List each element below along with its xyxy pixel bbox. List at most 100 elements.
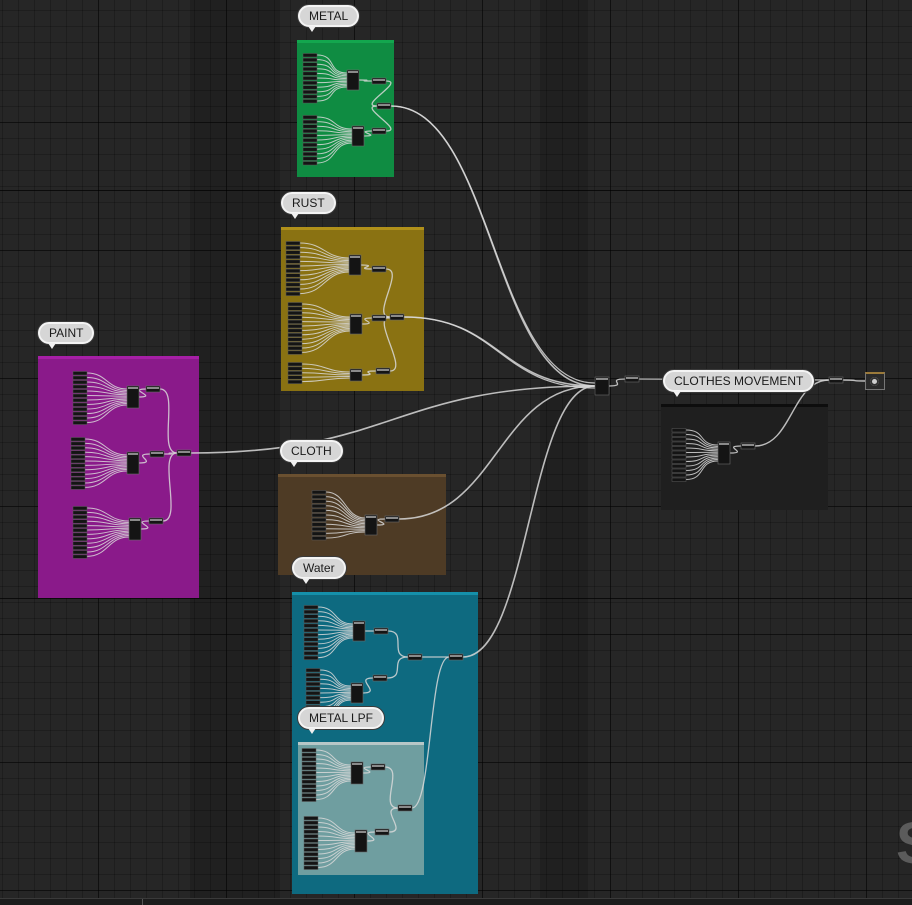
small-node-header: [374, 676, 386, 678]
input-pin: [288, 342, 302, 346]
status-separator: [142, 899, 143, 905]
input-pin: [304, 633, 318, 637]
mixer-node: [351, 762, 363, 784]
input-pin: [286, 246, 300, 250]
input-pin: [303, 81, 317, 85]
input-pin: [73, 381, 87, 385]
small-node-header: [373, 316, 385, 318]
sound-output-node[interactable]: [865, 372, 885, 390]
input-pin: [73, 394, 87, 398]
input-pin: [303, 162, 317, 166]
input-pin: [288, 380, 302, 384]
input-pin: [288, 363, 302, 367]
input-pin: [312, 537, 326, 541]
mixer-node-header: [348, 71, 358, 73]
input-pin: [288, 329, 302, 333]
input-pin: [71, 455, 85, 459]
mixer-node: [129, 518, 141, 540]
input-pin: [303, 134, 317, 138]
input-pin: [306, 678, 320, 682]
input-pin: [312, 509, 326, 513]
input-pin: [304, 619, 318, 623]
input-pin: [71, 438, 85, 442]
input-pin: [73, 376, 87, 380]
input-pin: [73, 507, 87, 511]
input-pin: [312, 523, 326, 527]
mixer-node-header: [353, 127, 363, 129]
mixer-node-header: [350, 256, 360, 258]
input-pin: [304, 853, 318, 857]
input-pin: [306, 682, 320, 686]
input-pin: [304, 638, 318, 642]
input-pin: [288, 376, 302, 380]
input-pin: [304, 642, 318, 646]
merge-node-header: [391, 315, 403, 317]
input-pin: [73, 403, 87, 407]
watermark-glyph: S: [896, 814, 912, 874]
input-pin: [288, 307, 302, 311]
input-pin: [286, 274, 300, 278]
input-pin: [288, 371, 302, 375]
input-pin: [304, 647, 318, 651]
input-pin: [302, 771, 316, 775]
input-pin: [302, 794, 316, 798]
input-pin: [672, 469, 686, 473]
small-node-header: [147, 387, 159, 389]
input-pin: [288, 367, 302, 371]
input-pin: [73, 385, 87, 389]
input-pin: [303, 72, 317, 76]
comment-bubble-paint[interactable]: PAINT: [38, 322, 94, 344]
input-pin: [302, 780, 316, 784]
mixer-node-header: [352, 684, 362, 686]
main-output-node-header: [626, 377, 638, 379]
input-pin: [302, 785, 316, 789]
mixer-node: [355, 830, 367, 852]
input-pin: [71, 446, 85, 450]
input-pin: [288, 311, 302, 315]
merge-node-header: [450, 655, 462, 657]
input-pin: [312, 527, 326, 531]
input-pin: [306, 696, 320, 700]
input-pin: [302, 798, 316, 802]
comment-bubble-cloth[interactable]: CLOTH: [280, 440, 343, 462]
input-pin: [73, 399, 87, 403]
mixer-node-header: [128, 387, 138, 389]
input-pin: [306, 692, 320, 696]
input-pin: [303, 157, 317, 161]
input-pin: [71, 442, 85, 446]
input-pin: [303, 100, 317, 104]
input-pin: [304, 817, 318, 821]
input-pin: [288, 320, 302, 324]
small-node-header: [742, 444, 754, 446]
input-pin: [304, 629, 318, 633]
input-pin: [286, 260, 300, 264]
input-pin: [302, 776, 316, 780]
small-node-header: [373, 129, 385, 131]
input-pin: [303, 58, 317, 62]
input-pin: [288, 325, 302, 329]
input-pin: [303, 77, 317, 81]
input-pin: [73, 537, 87, 541]
input-pin: [303, 63, 317, 66]
input-pin: [73, 524, 87, 528]
input-pin: [303, 67, 317, 71]
mixer-node: [127, 452, 139, 474]
input-pin: [672, 474, 686, 478]
input-pin: [73, 412, 87, 416]
comment-bubble-clothes-movement[interactable]: CLOTHES MOVEMENT: [663, 370, 814, 392]
input-pin: [286, 269, 300, 273]
input-pin: [286, 292, 300, 296]
input-pin: [304, 610, 318, 614]
small-node-header: [373, 267, 385, 269]
input-pin: [73, 555, 87, 559]
comment-bubble-water[interactable]: Water: [292, 557, 346, 579]
comment-bubble-rust[interactable]: RUST: [281, 192, 336, 214]
input-pin: [304, 652, 318, 656]
input-pin: [288, 316, 302, 320]
comment-bubble-metal[interactable]: METAL: [298, 5, 359, 27]
input-pin: [303, 120, 317, 124]
mixer-node-header: [719, 443, 729, 445]
comment-bubble-metal-lpf[interactable]: METAL LPF: [298, 707, 384, 729]
input-pin: [73, 372, 87, 376]
